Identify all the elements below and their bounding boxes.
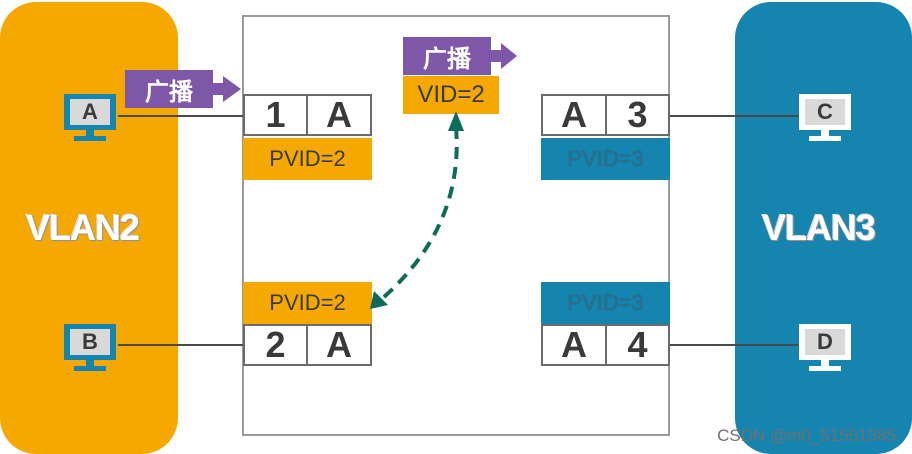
broadcast-label-top: 广播 bbox=[403, 37, 491, 75]
port3-number: 3 bbox=[605, 94, 670, 136]
port4-number: 4 bbox=[605, 324, 670, 366]
port1-mac: A bbox=[306, 94, 372, 136]
port4-pvid: PVID=3 bbox=[541, 282, 670, 324]
pc-a-icon bbox=[64, 94, 116, 141]
port4-mac: A bbox=[541, 324, 607, 366]
port2-pvid: PVID=2 bbox=[243, 282, 372, 324]
host-d-label: D bbox=[817, 329, 833, 354]
port1-number: 1 bbox=[243, 94, 308, 136]
host-a-label: A bbox=[82, 99, 98, 124]
broadcast-arrow-top-icon bbox=[489, 43, 517, 69]
port3-pvid: PVID=3 bbox=[541, 138, 670, 180]
host-b-label: B bbox=[82, 329, 98, 354]
pc-c-icon bbox=[799, 94, 851, 141]
port1-pvid: PVID=2 bbox=[243, 138, 372, 180]
vlan3-label: VLAN3 bbox=[762, 207, 876, 248]
vid-tag: VID=2 bbox=[403, 76, 499, 114]
watermark-text: CSDN @m0_51551385 bbox=[717, 426, 896, 445]
forward-dashed-arrow-icon bbox=[370, 111, 464, 309]
link-b-port2 bbox=[118, 344, 244, 346]
port2-number: 2 bbox=[243, 324, 308, 366]
link-port4-d bbox=[670, 344, 800, 346]
pc-d-icon bbox=[799, 324, 851, 371]
link-a-port1 bbox=[118, 115, 244, 117]
pc-b-icon bbox=[64, 324, 116, 371]
broadcast-label-left: 广播 bbox=[125, 70, 213, 108]
link-port3-c bbox=[670, 115, 800, 117]
port3-mac: A bbox=[541, 94, 607, 136]
vlan2-label: VLAN2 bbox=[26, 207, 140, 248]
vlan3-region: VLAN3 bbox=[735, 2, 912, 454]
port2-mac: A bbox=[306, 324, 372, 366]
host-c-label: C bbox=[817, 99, 833, 124]
broadcast-arrow-left-icon bbox=[211, 76, 241, 102]
